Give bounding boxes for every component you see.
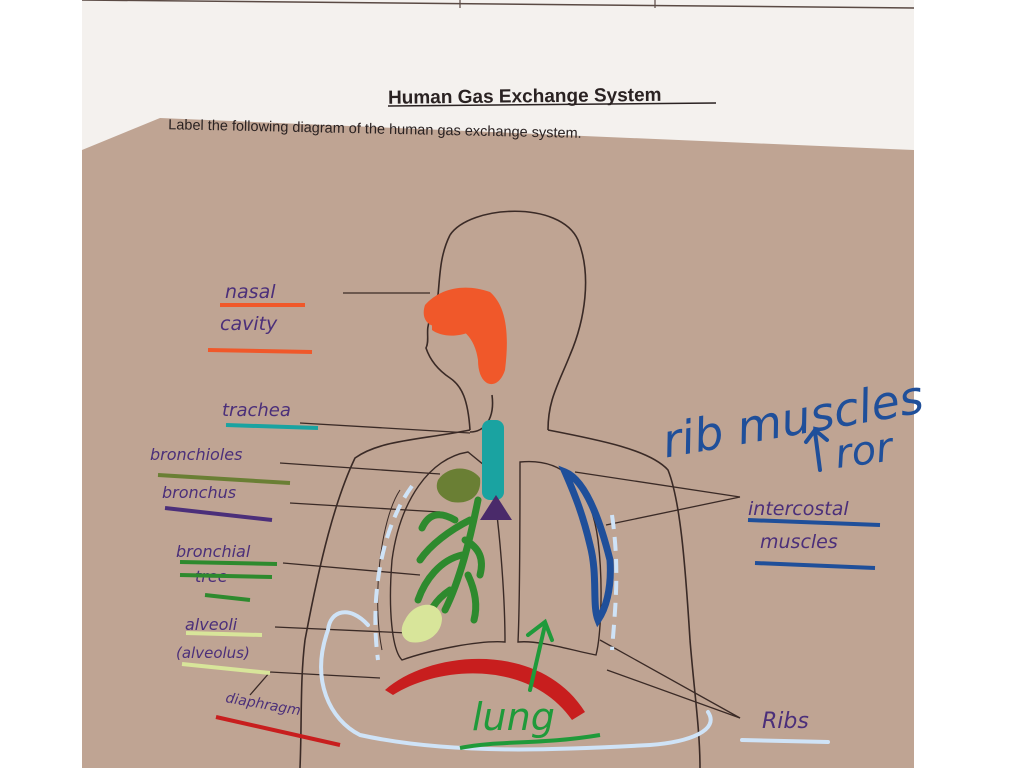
- label-trachea: trachea: [222, 400, 291, 421]
- underline-tree: [179, 573, 273, 579]
- underline-intercostal: [747, 518, 881, 527]
- nasal-cavity-fill: [423, 287, 507, 385]
- underline-tree-2: [204, 593, 251, 602]
- underline-trachea: [225, 423, 319, 430]
- annotation-arrow: [804, 427, 829, 472]
- label-intercostal: intercostal: [748, 498, 849, 520]
- label-alveoli: alveoli: [185, 615, 238, 634]
- title-underline: [387, 102, 717, 107]
- lung-boundary-dashed: [373, 484, 619, 661]
- lung-underline: [459, 733, 601, 750]
- bronchioles-fill: [436, 468, 481, 503]
- lung-region-outline: [319, 610, 713, 752]
- label-bronchial: bronchial: [176, 542, 251, 561]
- leader-lines: [249, 292, 741, 719]
- worksheet-title: Human Gas Exchange System: [388, 85, 662, 109]
- label-muscles: muscles: [760, 531, 838, 553]
- underline-alveoli: [185, 631, 263, 637]
- underline-diaphragm: [215, 715, 341, 747]
- bronchus-fill: [480, 495, 512, 520]
- paper-lit-area: [82, 0, 914, 150]
- trachea-fill: [482, 420, 504, 500]
- label-bronchus: bronchus: [162, 483, 236, 502]
- table-line: [81, 0, 915, 9]
- label-cavity: cavity: [220, 313, 278, 335]
- label-ribs: Ribs: [762, 709, 809, 734]
- label-lung: lung: [472, 695, 555, 739]
- label-alveolus: (alveolus): [176, 644, 250, 662]
- label-nasal: nasal: [225, 281, 276, 303]
- intercostal-fill: [558, 465, 614, 628]
- annotation-ror: ror: [832, 424, 898, 478]
- label-bronchioles: bronchioles: [150, 445, 242, 464]
- alveoli-fill: [401, 604, 442, 643]
- underline-cavity: [207, 348, 313, 354]
- underline-alveolus: [181, 662, 271, 675]
- mouth-cavity-fill: [432, 318, 470, 336]
- lung-arrow: [526, 618, 554, 692]
- underline-muscles: [754, 561, 876, 570]
- underline-bronchus: [164, 506, 273, 522]
- underline-bronchioles: [157, 473, 291, 485]
- underline-bronchial: [179, 560, 278, 566]
- ribs-underline: [740, 738, 830, 744]
